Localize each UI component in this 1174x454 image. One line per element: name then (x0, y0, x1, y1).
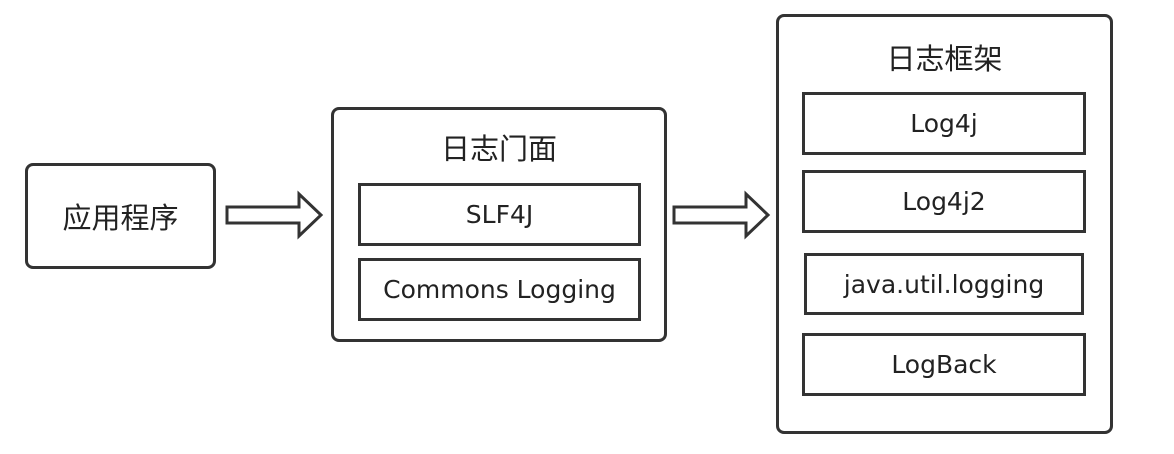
framework-item-log4j2: Log4j2 (802, 170, 1086, 233)
framework-item-label: LogBack (891, 350, 997, 379)
arrow-right-icon (672, 190, 771, 240)
facade-item-commons-logging: Commons Logging (358, 258, 641, 321)
facade-item-label: Commons Logging (383, 275, 616, 304)
arrow-right-icon (225, 190, 324, 240)
app-box: 应用程序 (25, 163, 216, 269)
framework-title: 日志框架 (886, 42, 1003, 76)
facade-item-slf4j: SLF4J (358, 183, 641, 246)
framework-item-label: Log4j2 (902, 187, 986, 216)
framework-item-label: java.util.logging (843, 269, 1045, 299)
framework-item-log4j: Log4j (802, 92, 1086, 155)
facade-item-label: SLF4J (465, 200, 534, 229)
framework-item-java-util-logging: java.util.logging (804, 253, 1084, 315)
app-label: 应用程序 (62, 201, 179, 235)
framework-item-logback: LogBack (802, 333, 1086, 396)
framework-item-label: Log4j (910, 109, 978, 138)
facade-title: 日志门面 (440, 132, 557, 166)
